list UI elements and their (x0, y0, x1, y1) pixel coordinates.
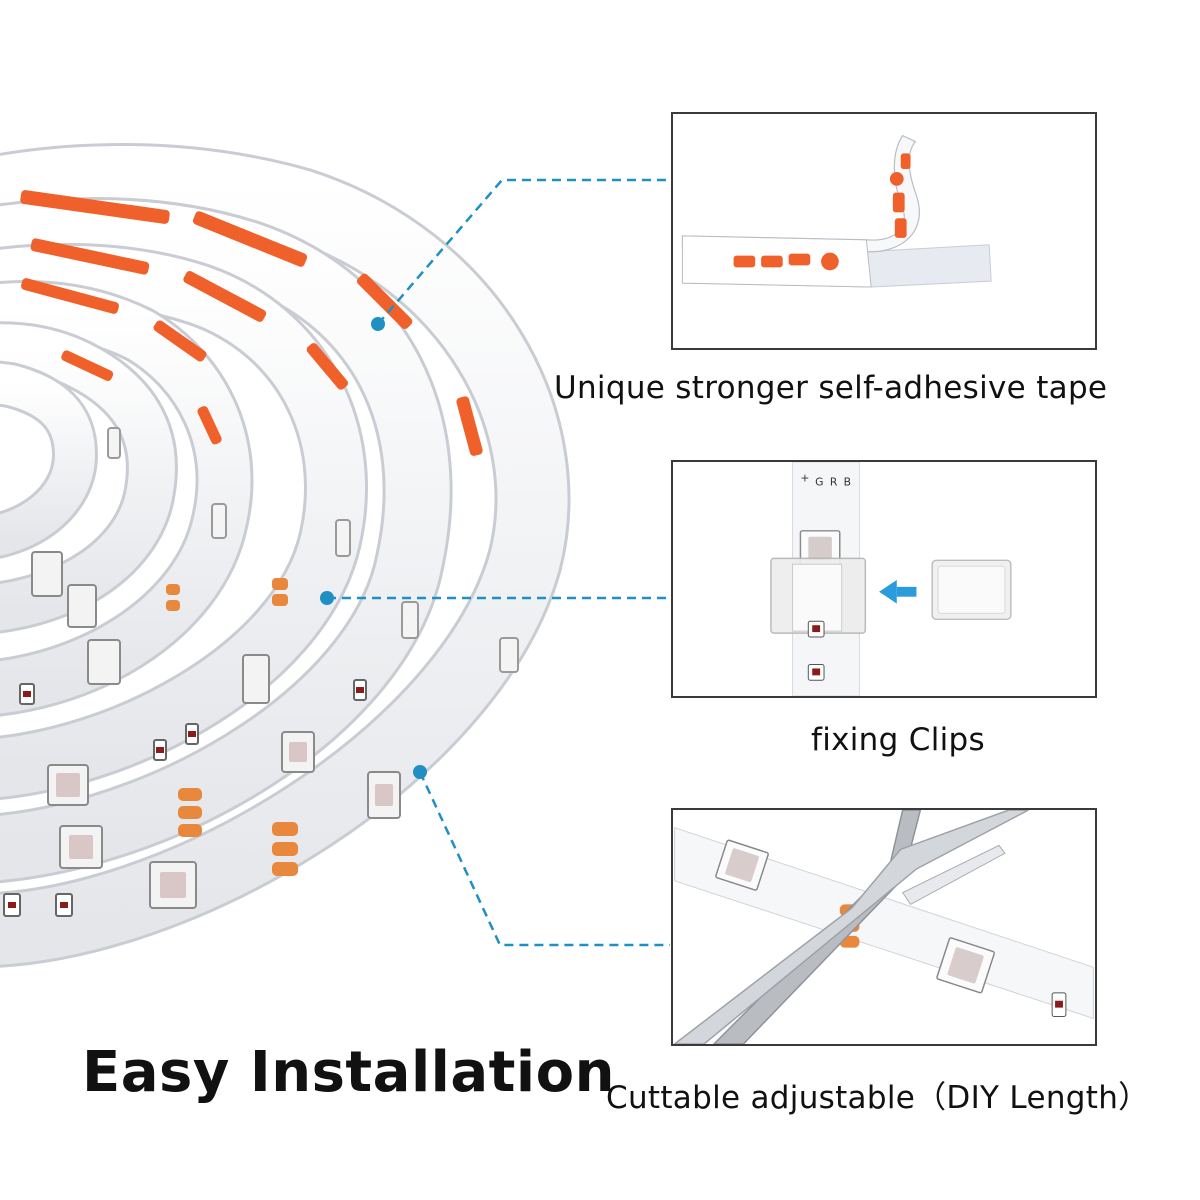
adhesive-tape-closeup-image (674, 114, 1094, 348)
scissors-cut-closeup-image (673, 810, 1094, 1044)
led-chips (3, 427, 519, 917)
page-title: Easy Installation (82, 1040, 615, 1105)
caption-cuttable: Cuttable adjustable（DIY Length） (606, 1080, 1150, 1116)
insert-arrow-icon (879, 579, 917, 604)
caption-fixing-clips: fixing Clips (811, 722, 985, 758)
strip-mark-r: R (830, 476, 838, 489)
strip-mark-b: B (844, 476, 851, 489)
caption-adhesive-tape: Unique stronger self-adhesive tape (554, 370, 1108, 406)
led-strip-reel-image (0, 143, 571, 968)
strip-clip-closeup-image: + G R B (674, 462, 1094, 696)
strip-mark-plus: + (800, 472, 809, 485)
cuttable-panel (671, 808, 1097, 1046)
fixing-clips-panel: + G R B (671, 460, 1097, 698)
adhesive-tape-panel (671, 112, 1097, 350)
strip-mark-g: G (815, 476, 823, 489)
